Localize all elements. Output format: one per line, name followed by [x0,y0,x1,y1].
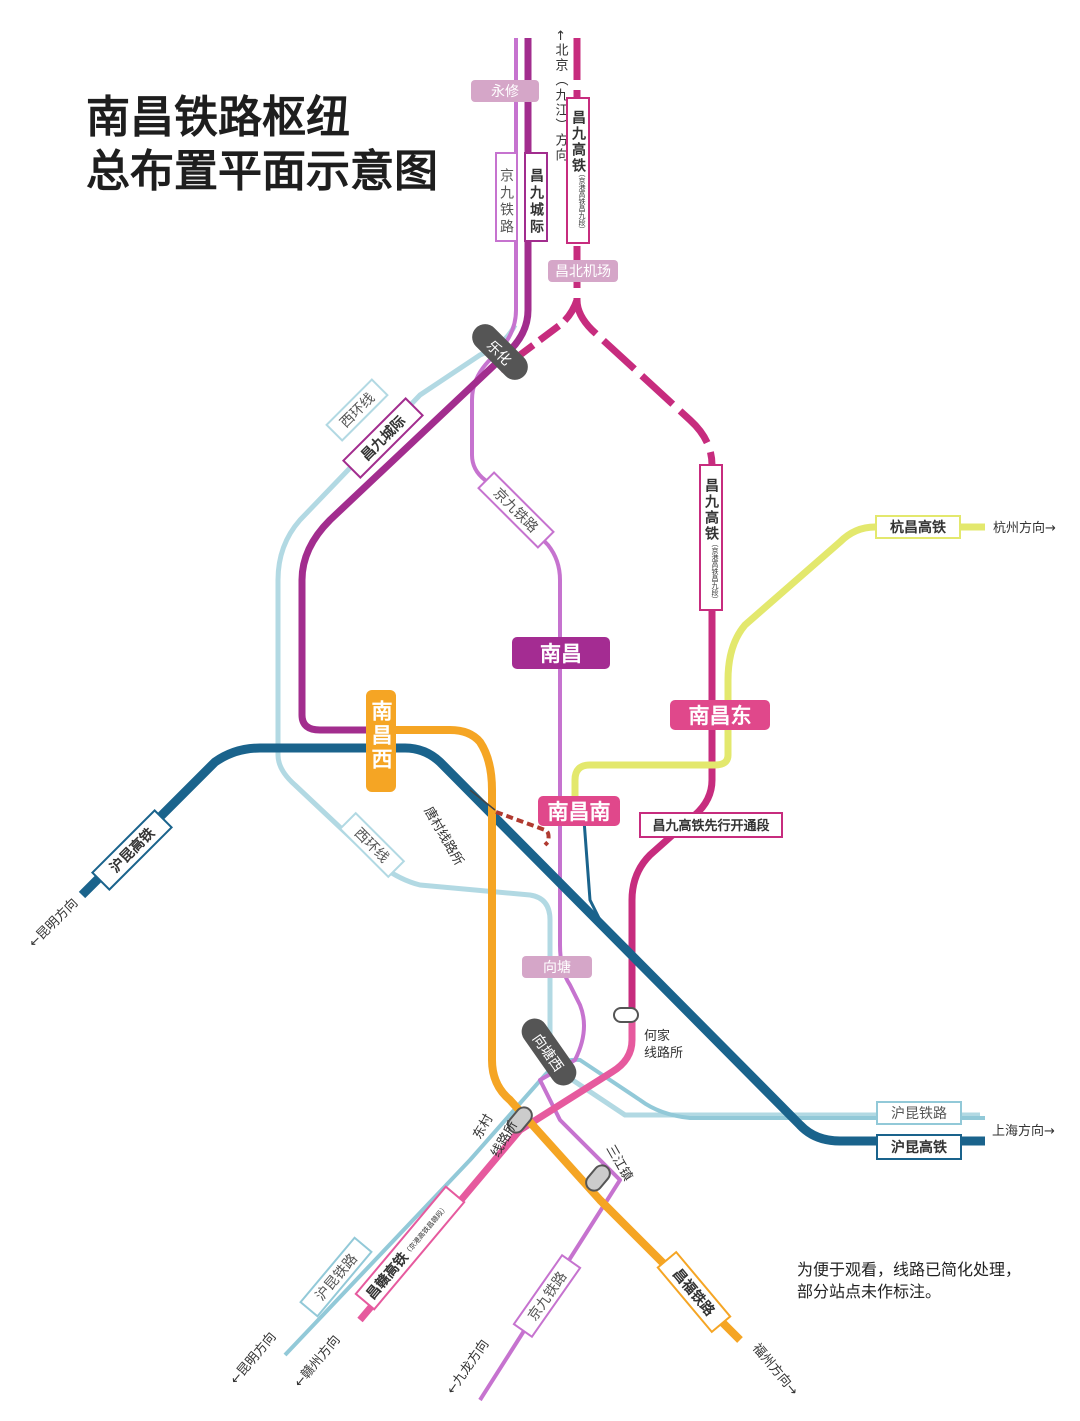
station-nanchangxi[interactable]: 南昌西 [366,690,396,792]
hukun-hsr-line [78,743,985,1146]
map-note-line2: 部分站点未作标注。 [797,1282,941,1301]
svg-text:永修: 永修 [491,84,519,100]
hangchang-line [571,523,985,800]
svg-text:沪昆铁路: 沪昆铁路 [891,1106,947,1122]
svg-text:京九铁路: 京九铁路 [498,168,514,236]
map-note-line1: 为便于观看，线路已简化处理， [797,1260,1021,1279]
svg-text:（京港高铁昌九段）: （京港高铁昌九段） [711,540,719,603]
jingjiu-bottom-label: 京九铁路 [512,1253,582,1339]
hukun-hsr-east-label: 沪昆高铁 [876,1134,962,1160]
kunming-west-direction: ←昆明方向 [26,895,82,951]
svg-text:（京港高铁昌九段）: （京港高铁昌九段） [578,170,586,233]
xihuan-bottom-label: 西环线 [338,811,406,879]
jingjiu-mid-label: 京九铁路 [477,471,555,549]
tangcun-pointer [469,789,496,811]
cj-hsr-lehua-connector [497,298,581,373]
svg-text:向塘: 向塘 [543,960,571,976]
map-title-line2: 总布置平面示意图 [86,146,438,197]
beijing-direction-label: ←北京（九江）方向 [553,30,569,163]
station-xiangtang[interactable]: 向塘 [522,956,592,978]
cj-hsr-advance-section-label: 昌九高铁先行开通段 [639,812,783,838]
station-changbei-airport[interactable]: 昌北机场 [548,260,618,282]
station-yongxiu[interactable]: 永修 [471,80,539,102]
junction-dongcun[interactable] [505,1104,535,1136]
svg-text:南昌西: 南昌西 [369,699,393,772]
dongcun-label: 东村 [470,1112,496,1142]
hejia-label-2: 线路所 [644,1045,683,1061]
shanghai-direction-label: 上海方向→ [992,1123,1055,1139]
kunming-sw-direction: ←昆明方向 [227,1329,280,1387]
hangchang-label: 杭昌高铁 [875,515,961,539]
svg-text:沪昆高铁: 沪昆高铁 [891,1139,947,1156]
junction-hejia[interactable] [613,1007,639,1023]
fuzhou-direction: 福州方向→ [749,1340,802,1399]
jiulong-direction: ←九龙方向 [443,1337,492,1398]
map-title-line1: 南昌铁路枢纽 [86,92,350,143]
station-nanchangdong[interactable]: 南昌东 [670,700,770,730]
changfu-label: 昌福铁路 [656,1250,732,1334]
hejia-label: 何家 [644,1028,670,1044]
junction-sanjiang[interactable] [583,1162,613,1194]
svg-text:昌北机场: 昌北机场 [555,264,611,280]
hukun-railway-east-label: 沪昆铁路 [876,1101,962,1125]
tangcun-junction-label: 唐村线路所 [421,804,467,868]
cj-intercity-line [298,38,532,734]
svg-text:杭昌高铁: 杭昌高铁 [890,519,946,536]
cj-hsr-mid-label: 昌九高铁 （京港高铁昌九段） [699,464,723,611]
svg-text:南昌南: 南昌南 [548,800,611,824]
changgan-label: 昌赣高铁 （京港高铁昌赣段） [354,1185,466,1311]
nanchangnan-spur [582,819,602,921]
cj-intercity-top-label: 昌九城际 [524,152,548,242]
svg-text:昌九城际: 昌九城际 [528,168,545,236]
jingjiu-top-label: 京九铁路 [495,152,518,242]
svg-text:昌九高铁: 昌九高铁 [570,110,587,174]
station-nanchang[interactable]: 南昌 [512,637,610,669]
hangzhou-direction-label: 杭州方向→ [993,520,1056,536]
tangcun-connector [495,810,551,847]
svg-text:昌九高铁: 昌九高铁 [703,478,720,542]
svg-text:昌九高铁先行开通段: 昌九高铁先行开通段 [652,818,769,834]
cj-hsr-top-label: 昌九高铁 （京港高铁昌九段） [566,97,590,244]
svg-text:南昌: 南昌 [540,642,582,666]
cj-hsr-line-dashed [573,38,716,466]
svg-text:南昌东: 南昌东 [689,704,752,728]
hukun-hsr-west-label: 沪昆高铁 [90,808,174,892]
station-nanchangnan[interactable]: 南昌南 [538,796,620,826]
changgan-line [357,1010,636,1323]
changfu-line [380,726,743,1343]
